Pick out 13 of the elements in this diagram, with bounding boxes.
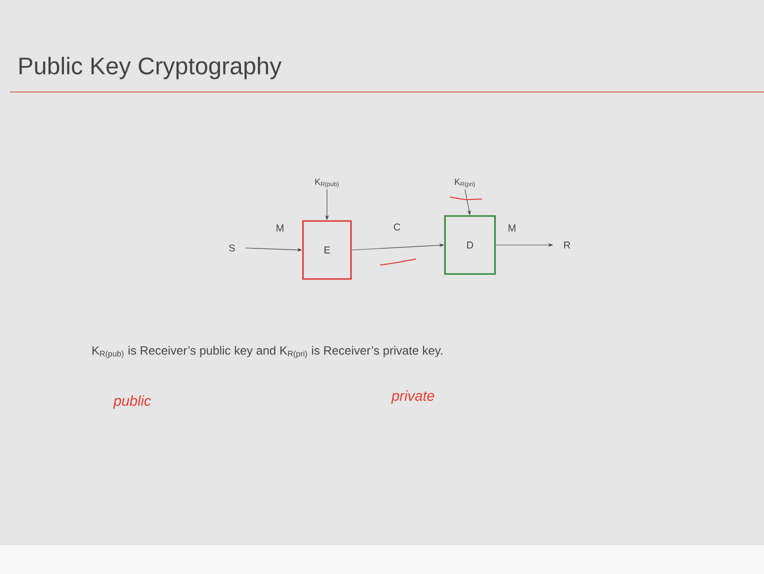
node-label: S <box>229 244 235 252</box>
slide-title: Public Key Cryptography <box>20 56 282 80</box>
handwritten-note: public <box>113 395 151 409</box>
edge-label: M <box>276 224 284 232</box>
encryption-box: E <box>302 220 352 280</box>
node-label: R <box>564 242 570 248</box>
key-label: K$_{R(pri)}$ <box>455 178 475 188</box>
caption-text: K$_{R(pub)}$ is Receiver’s public key and K$_{R(pri)}$ is Receiver’s private key. <box>92 346 442 358</box>
edge-label: C <box>394 223 400 231</box>
key-label: K$_{R(pub)}$ <box>315 178 339 188</box>
decryption-box: D <box>444 215 496 275</box>
handwritten-note: private <box>391 390 434 404</box>
edge-label: M <box>508 224 516 232</box>
